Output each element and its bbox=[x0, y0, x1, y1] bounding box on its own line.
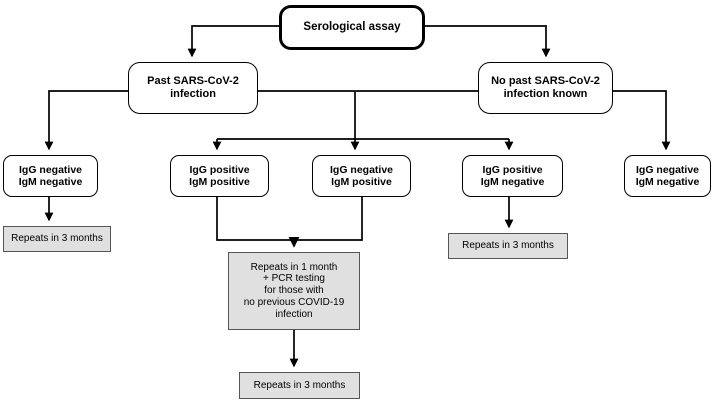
node-result-2-label: IgG positive IgM positive bbox=[189, 163, 250, 188]
node-action-repeats-3-months-right[interactable]: Repeats in 3 months bbox=[448, 233, 568, 259]
node-past-sars-cov-2-infection[interactable]: Past SARS-CoV-2 infection bbox=[128, 62, 258, 114]
node-serological-assay[interactable]: Serological assay bbox=[279, 5, 425, 50]
edge-root-to-past-infection bbox=[187, 25, 279, 58]
edge-result-2-merge bbox=[216, 197, 294, 241]
node-action-left-label: Repeats in 3 months bbox=[11, 233, 103, 245]
node-action-repeats-1-month-pcr[interactable]: Repeats in 1 month + PCR testing for tho… bbox=[228, 252, 360, 330]
node-result-igg-positive-igm-positive[interactable]: IgG positive IgM positive bbox=[170, 155, 269, 197]
node-action-center-label: Repeats in 1 month + PCR testing for tho… bbox=[243, 261, 345, 320]
edge-past-infection-to-result-1 bbox=[44, 90, 128, 151]
node-action-repeats-3-months-left[interactable]: Repeats in 3 months bbox=[3, 226, 111, 252]
node-action-bottom-label: Repeats in 3 months bbox=[253, 379, 346, 391]
node-no-past-sars-cov-2-infection-known[interactable]: No past SARS-CoV-2 infection known bbox=[478, 62, 613, 114]
node-action-right-label: Repeats in 3 months bbox=[462, 240, 554, 252]
edge-result-3-merge bbox=[293, 197, 363, 241]
node-result-igg-positive-igm-negative[interactable]: IgG positive IgM negative bbox=[462, 155, 563, 197]
node-result-4-label: IgG positive IgM negative bbox=[480, 163, 545, 188]
edge-no-past-infection-to-result-5 bbox=[613, 90, 671, 151]
node-past-sars-cov-2-infection-label: Past SARS-CoV-2 infection bbox=[147, 75, 239, 100]
edge-past-infection-to-bus bbox=[258, 90, 356, 139]
node-result-igg-negative-igm-negative-left[interactable]: IgG negative IgM negative bbox=[3, 155, 98, 197]
node-action-repeats-3-months-bottom[interactable]: Repeats in 3 months bbox=[239, 372, 360, 399]
node-result-igg-negative-igm-positive[interactable]: IgG negative IgM positive bbox=[312, 155, 411, 197]
node-result-1-label: IgG negative IgM negative bbox=[18, 163, 83, 188]
node-result-5-label: IgG negative IgM negative bbox=[635, 163, 700, 188]
node-result-3-label: IgG negative IgM positive bbox=[329, 163, 393, 188]
node-no-past-sars-cov-2-infection-known-label: No past SARS-CoV-2 infection known bbox=[491, 75, 600, 100]
edge-root-to-no-past-infection bbox=[425, 25, 551, 58]
node-result-igg-negative-igm-negative-right[interactable]: IgG negative IgM negative bbox=[624, 155, 711, 197]
node-serological-assay-label: Serological assay bbox=[303, 20, 401, 33]
